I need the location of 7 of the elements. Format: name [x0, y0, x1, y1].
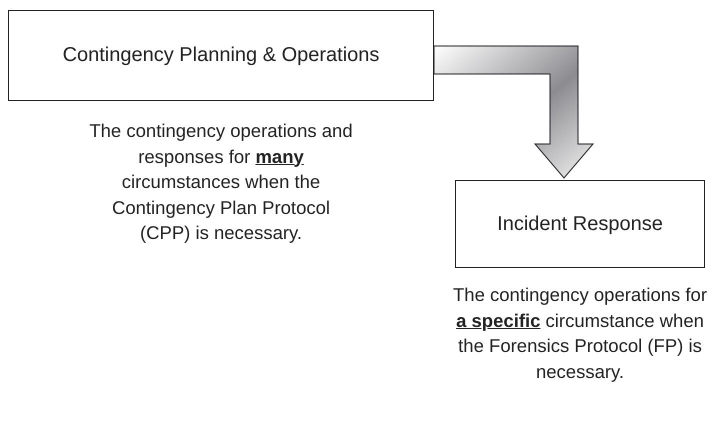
box-title: Contingency Planning & Operations: [62, 44, 380, 67]
block-arrow: [434, 46, 594, 179]
description-text: The contingency operations and responses for many circumstances when the Contingency Plan Protocol (CPP) is necessary.: [88, 119, 354, 245]
process-box: [455, 180, 705, 268]
box-title: Incident Response: [497, 212, 663, 236]
description-text: The contingency operations for a specific circumstance when the Forensics Protocol (FP) is necessary.: [452, 283, 708, 384]
process-box: [8, 10, 434, 101]
